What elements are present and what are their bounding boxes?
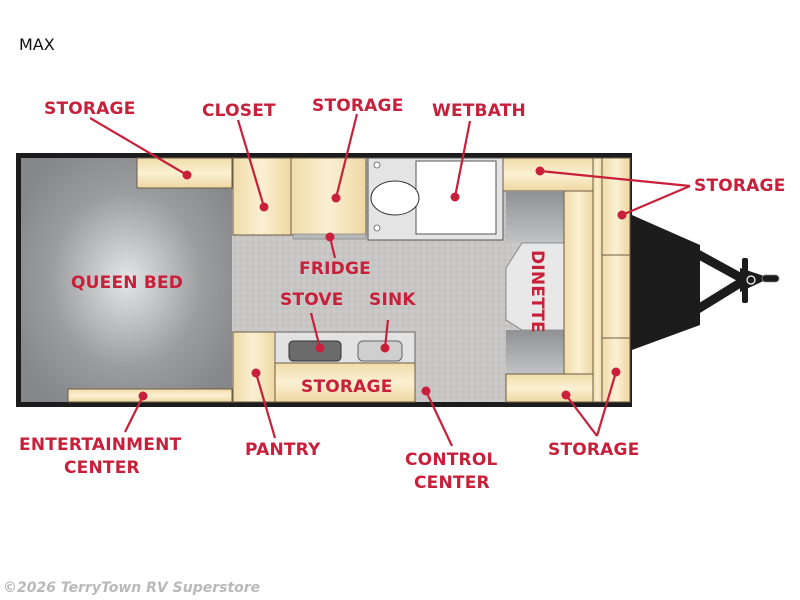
label-storage-right-bottom: STORAGE — [548, 440, 640, 460]
label-fridge: FRIDGE — [299, 259, 371, 279]
toilet — [370, 180, 420, 216]
storage-galley — [274, 362, 416, 403]
label-storage-top-mid: STORAGE — [312, 96, 404, 116]
label-wetbath: WETBATH — [432, 101, 526, 121]
label-control-line1: CONTROL — [405, 450, 498, 470]
hitch-coupler — [761, 274, 780, 283]
watermark: ©2026 TerryTown RV Superstore — [3, 580, 261, 596]
label-entertainment-line2: CENTER — [64, 458, 140, 478]
label-dinette: DINETTE — [527, 250, 547, 333]
queen-bed — [21, 158, 232, 402]
label-control-line2: CENTER — [414, 473, 490, 493]
floorplan-title: MAX — [19, 35, 55, 54]
storage-top-mid — [290, 157, 367, 236]
label-pantry: PANTRY — [245, 440, 321, 460]
label-storage-right-top: STORAGE — [694, 176, 786, 196]
dinette-seat-bottom — [506, 330, 564, 374]
label-stove: STOVE — [280, 290, 344, 310]
leader-lines — [89, 113, 691, 447]
label-queen-bed: QUEEN BED — [71, 273, 184, 293]
entertainment-center — [67, 388, 233, 403]
label-entertainment-line1: ENTERTAINMENT — [19, 435, 182, 455]
label-storage-galley: STORAGE — [301, 377, 393, 397]
marker-dots — [138, 166, 627, 401]
label-storage-top-left: STORAGE — [44, 99, 136, 119]
stove — [288, 340, 342, 362]
storage-dinette-bottom — [505, 373, 594, 403]
label-closet: CLOSET — [202, 101, 276, 121]
pantry — [232, 331, 276, 403]
storage-front — [601, 157, 631, 403]
sink — [357, 340, 403, 362]
a-frame — [632, 215, 700, 350]
label-sink: SINK — [369, 290, 416, 310]
dinette-seat-top — [506, 191, 564, 243]
